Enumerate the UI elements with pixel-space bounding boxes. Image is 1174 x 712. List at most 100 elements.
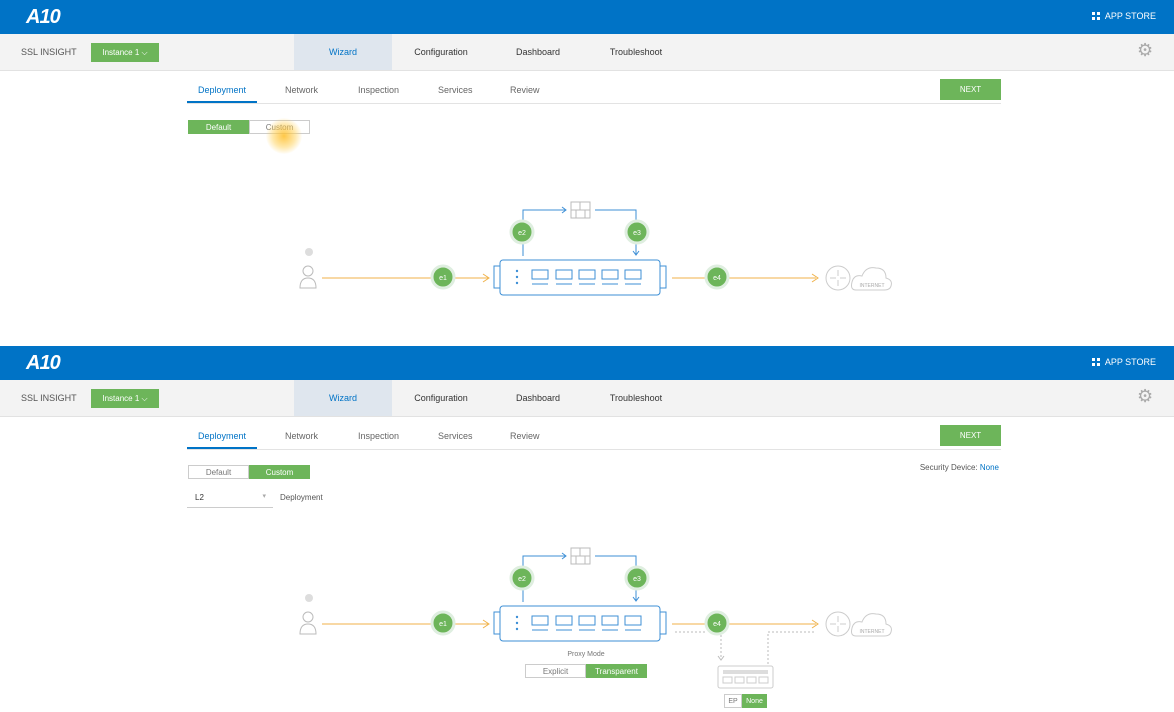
info-icon: [305, 248, 313, 256]
user-icon: [299, 265, 317, 289]
router-icon: [825, 611, 851, 637]
svg-text:e2: e2: [518, 576, 526, 583]
step-inspection[interactable]: Inspection: [358, 85, 400, 95]
user-icon: [299, 611, 317, 635]
product-name: SSL INSIGHT: [21, 47, 77, 57]
chevron-down-icon: ⌵: [141, 394, 148, 403]
arrow-icon: [482, 619, 490, 629]
svg-text:INTERNET: INTERNET: [860, 283, 885, 289]
svg-text:e2: e2: [518, 230, 526, 237]
port-e3: e3: [624, 565, 650, 591]
wizard-panel-custom: A10 APP STORE SSL INSIGHT Instance 1 ⌵ W…: [0, 346, 1174, 712]
port-e2: e2: [509, 565, 535, 591]
port-e4: e4: [704, 264, 730, 290]
svg-text:INTERNET: INTERNET: [860, 629, 885, 635]
tab-dashboard[interactable]: Dashboard: [515, 47, 561, 57]
mode-default-button[interactable]: Default: [188, 120, 249, 134]
ep-device-icon: [717, 665, 774, 689]
step-deployment[interactable]: Deployment: [198, 85, 247, 95]
caret-down-icon: ▾: [262, 493, 266, 500]
port-e4: e4: [704, 610, 730, 636]
firewall-icon: [570, 547, 591, 565]
a10-logo: A10: [26, 352, 61, 374]
arrow-icon: [632, 596, 640, 602]
app-store-button[interactable]: APP STORE: [1091, 357, 1156, 367]
top-bar: A10 APP STORE: [0, 346, 1174, 380]
instance-dropdown[interactable]: Instance 1 ⌵: [91, 389, 159, 408]
port-e1: e1: [430, 264, 456, 290]
step-services[interactable]: Services: [438, 85, 473, 95]
product-name: SSL INSIGHT: [21, 393, 77, 403]
app-grid-icon: [1091, 358, 1100, 366]
svg-text:e4: e4: [713, 275, 721, 282]
app-store-button[interactable]: APP STORE: [1091, 11, 1156, 21]
step-network[interactable]: Network: [285, 85, 319, 95]
tab-dashboard[interactable]: Dashboard: [515, 393, 561, 403]
topology-diagram: e1 e2 e3 e4 INTERNET: [299, 201, 892, 296]
svg-text:e1: e1: [439, 621, 447, 628]
topology-diagram: e1 e2 e3 e4: [299, 547, 892, 689]
security-device-status: Security Device: None: [919, 463, 999, 472]
a10-logo: A10: [26, 6, 61, 28]
port-e3: e3: [624, 219, 650, 245]
arrow-icon: [561, 206, 567, 214]
tab-wizard[interactable]: Wizard: [294, 380, 392, 416]
cloud-icon: INTERNET: [851, 267, 892, 291]
step-network[interactable]: Network: [285, 431, 319, 441]
cloud-icon: INTERNET: [851, 613, 892, 637]
arrow-icon: [811, 273, 819, 283]
step-review[interactable]: Review: [510, 431, 540, 441]
sub-nav-bar: SSL INSIGHT Instance 1 ⌵ Wizard Configur…: [0, 380, 1174, 417]
wizard-steps: Deployment Network Inspection Services R…: [187, 425, 1001, 450]
step-inspection[interactable]: Inspection: [358, 431, 400, 441]
gear-icon[interactable]: ⚙: [1137, 386, 1154, 406]
gear-icon[interactable]: ⚙: [1137, 40, 1154, 60]
step-deployment[interactable]: Deployment: [198, 431, 247, 441]
deployment-select[interactable]: L2 ▾: [187, 488, 273, 508]
ep-value-button[interactable]: None: [742, 694, 767, 708]
device-appliance: [493, 605, 667, 642]
wizard-panel-default: A10 APP STORE SSL INSIGHT Instance 1 ⌵ W…: [0, 0, 1174, 346]
proxy-explicit-button[interactable]: Explicit: [525, 664, 586, 678]
next-button[interactable]: NEXT: [940, 79, 1001, 100]
arrow-icon: [482, 273, 490, 283]
arrow-icon: [717, 655, 725, 661]
app-grid-icon: [1091, 12, 1100, 20]
mode-custom-button[interactable]: Custom: [249, 465, 310, 479]
active-step-underline: [187, 447, 257, 449]
arrow-icon: [811, 619, 819, 629]
mode-default-button[interactable]: Default: [188, 465, 249, 479]
proxy-mode-label: Proxy Mode: [567, 651, 605, 658]
proxy-transparent-button[interactable]: Transparent: [586, 664, 647, 678]
tab-configuration[interactable]: Configuration: [414, 47, 468, 57]
port-e1: e1: [430, 610, 456, 636]
tab-configuration[interactable]: Configuration: [414, 393, 468, 403]
deployment-label: Deployment: [280, 493, 323, 502]
router-icon: [825, 265, 851, 291]
instance-dropdown[interactable]: Instance 1 ⌵: [91, 43, 159, 62]
click-highlight: [266, 118, 302, 154]
arrow-icon: [632, 250, 640, 256]
wizard-steps: Deployment Network Inspection Services R…: [187, 79, 1001, 104]
active-step-underline: [187, 101, 257, 103]
info-icon: [305, 594, 313, 602]
top-bar: A10 APP STORE: [0, 0, 1174, 34]
next-button[interactable]: NEXT: [940, 425, 1001, 446]
dashed-link: [767, 631, 816, 664]
tab-troubleshoot[interactable]: Troubleshoot: [609, 393, 663, 403]
firewall-icon: [570, 201, 591, 219]
tab-wizard[interactable]: Wizard: [294, 34, 392, 70]
device-appliance: [493, 259, 667, 296]
svg-text:e4: e4: [713, 621, 721, 628]
port-e2: e2: [509, 219, 535, 245]
ep-label-box: EP: [724, 694, 742, 708]
step-review[interactable]: Review: [510, 85, 540, 95]
tab-troubleshoot[interactable]: Troubleshoot: [609, 47, 663, 57]
arrow-icon: [561, 552, 567, 560]
svg-text:e3: e3: [633, 576, 641, 583]
sub-nav-bar: SSL INSIGHT Instance 1 ⌵ Wizard Configur…: [0, 34, 1174, 71]
chevron-down-icon: ⌵: [141, 48, 148, 57]
security-device-link[interactable]: None: [979, 463, 999, 472]
svg-text:e3: e3: [633, 230, 641, 237]
step-services[interactable]: Services: [438, 431, 473, 441]
